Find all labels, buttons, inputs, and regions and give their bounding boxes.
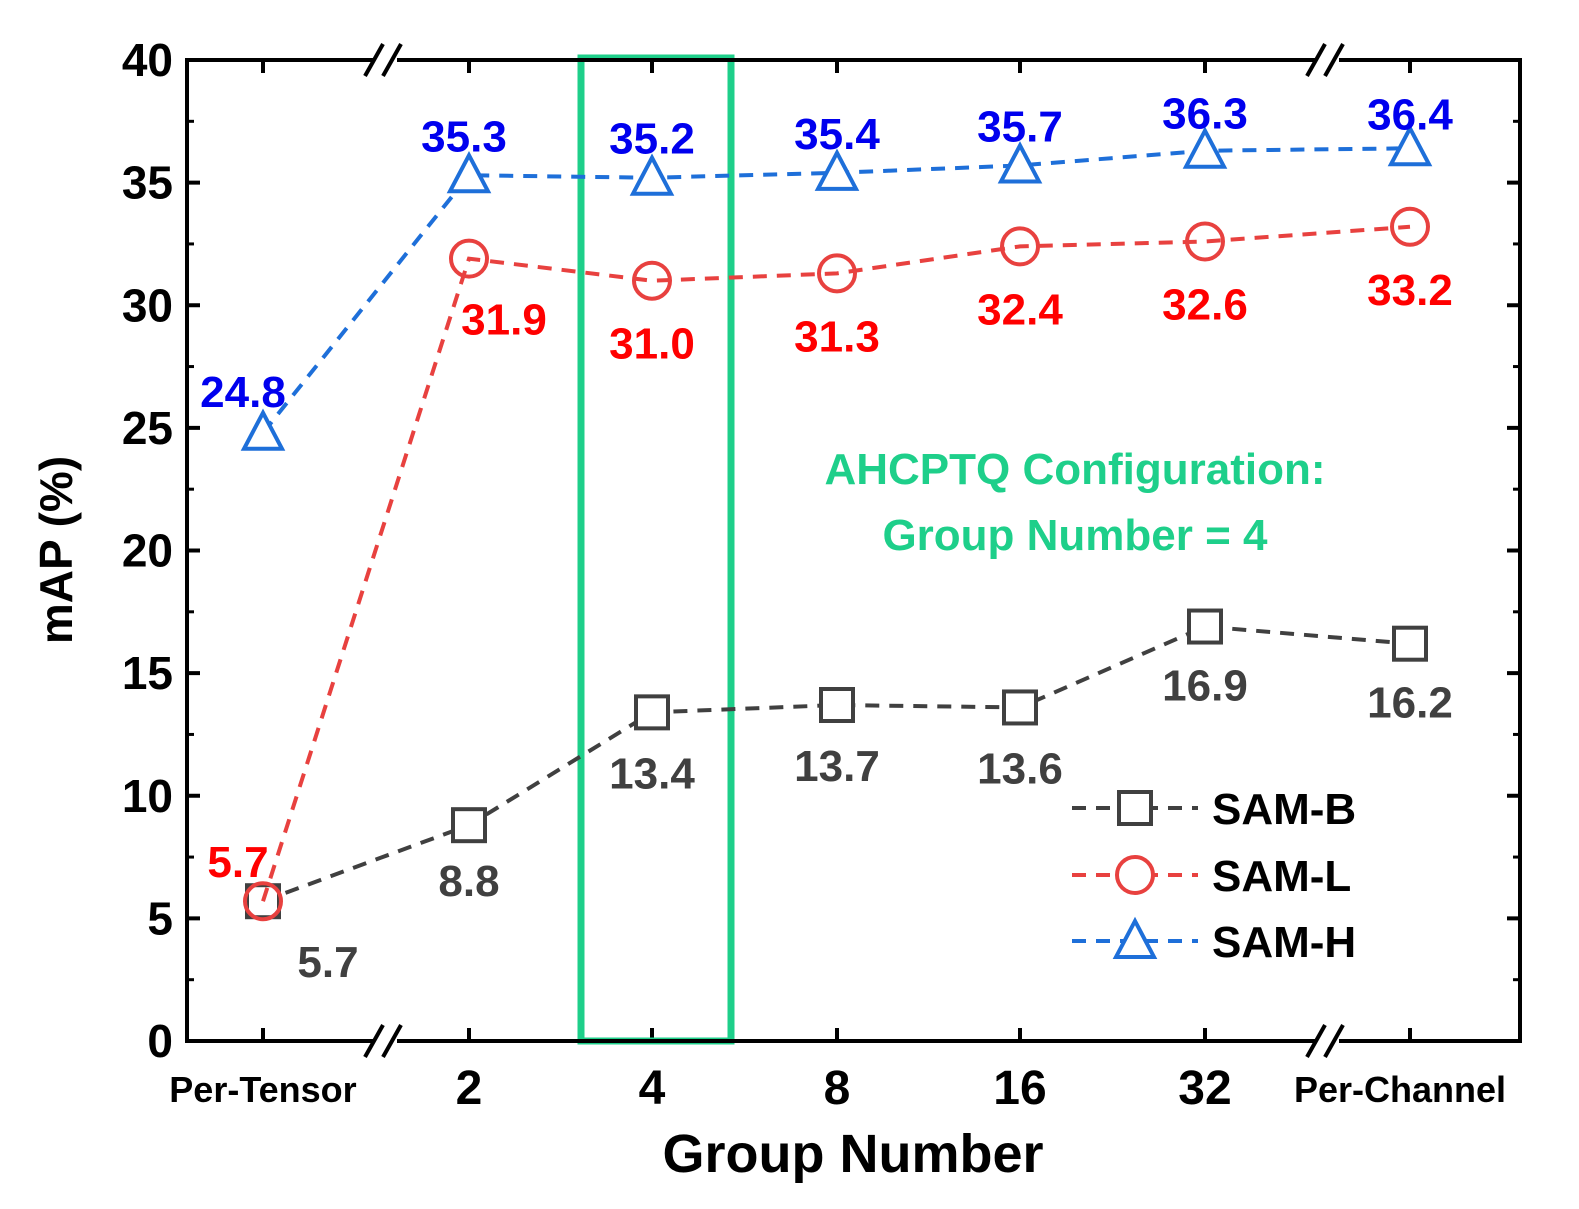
data-label-sam-b: 5.7	[297, 938, 358, 987]
data-label-sam-h: 35.3	[421, 112, 507, 161]
y-tick-label: 0	[147, 1015, 173, 1067]
data-label-sam-l: 31.9	[461, 296, 547, 345]
series-group	[240, 124, 1433, 922]
data-label-sam-b: 16.9	[1162, 662, 1248, 711]
x-tick-label: 8	[824, 1062, 851, 1115]
x-tick-label: Per-Tensor	[169, 1069, 356, 1110]
plot-frame-group	[185, 58, 1522, 1043]
x-tick-label: 16	[993, 1062, 1046, 1115]
highlight-annotation-line-2: Group Number = 4	[882, 511, 1268, 560]
data-point-sam-b	[1392, 625, 1428, 662]
legend-label-sam-h: SAM-H	[1212, 918, 1356, 967]
data-point-sam-h	[446, 150, 492, 194]
axis-break-gap	[375, 1029, 397, 1053]
axis-break-mark	[1323, 1024, 1345, 1058]
data-label-sam-l: 31.0	[609, 320, 695, 369]
x-tick-label: Per-Channel	[1294, 1069, 1506, 1110]
highlight-group	[577, 54, 735, 1045]
data-point-sam-b	[819, 687, 855, 724]
data-label-sam-b: 8.8	[438, 857, 499, 906]
data-label-sam-h: 35.4	[794, 110, 880, 159]
y-tick-label: 25	[122, 402, 173, 454]
data-point-sam-l	[1185, 221, 1225, 262]
data-point-sam-h	[240, 408, 286, 451]
y-tick-label: 20	[122, 525, 173, 577]
axis-break-mark	[381, 1024, 403, 1058]
x-tick-label: 4	[639, 1062, 666, 1115]
y-tick-label: 30	[122, 279, 173, 331]
x-tick-label: 32	[1178, 1062, 1231, 1115]
legend-label-sam-l: SAM-L	[1212, 852, 1351, 901]
data-label-sam-l: 5.7	[207, 838, 268, 887]
data-label-sam-b: 16.2	[1367, 679, 1453, 728]
y-tick-label: 40	[122, 34, 173, 86]
y-tick-label: 5	[147, 892, 173, 944]
plot-frame	[185, 58, 1522, 1043]
data-point-sam-l	[449, 238, 489, 279]
y-tick-label: 10	[122, 770, 173, 822]
data-point-sam-l	[1390, 206, 1430, 247]
legend-label-sam-b: SAM-B	[1212, 785, 1356, 834]
data-label-sam-l: 31.3	[794, 312, 880, 361]
data-point-sam-b	[1187, 608, 1223, 645]
data-label-sam-b: 13.7	[794, 742, 880, 791]
highlight-annotation-line-1: AHCPTQ Configuration:	[824, 445, 1325, 494]
data-point-sam-h	[997, 141, 1043, 184]
data-point-sam-h	[1182, 126, 1228, 169]
data-label-sam-h: 35.7	[977, 102, 1063, 151]
y-axis-title: mAP (%)	[30, 456, 82, 644]
data-label-sam-b: 13.4	[609, 749, 695, 798]
axis-break-mark	[1323, 43, 1345, 77]
y-tick-label: 15	[122, 647, 173, 699]
data-point-sam-l	[632, 260, 672, 301]
data-point-sam-h	[629, 153, 675, 196]
axis-break-gap	[375, 48, 397, 72]
data-point-sam-l	[243, 881, 283, 922]
legend-marker-triangle	[1112, 916, 1158, 959]
axis-break-gap	[1317, 48, 1339, 72]
data-label-sam-h: 35.2	[609, 115, 695, 164]
axis-break-mark	[381, 43, 403, 77]
axis-break-mark	[363, 43, 385, 77]
data-point-sam-h	[1387, 124, 1433, 167]
axis-break-mark	[1305, 43, 1327, 77]
x-tick-label: 2	[456, 1062, 483, 1115]
series-line-sam-l	[261, 224, 1411, 902]
data-label-sam-h: 36.4	[1367, 90, 1453, 139]
axis-breaks-group	[363, 43, 1345, 1058]
axis-break-mark	[363, 1024, 385, 1058]
legend-marker-circle	[1115, 855, 1155, 895]
y-tick-label: 35	[122, 157, 173, 209]
data-label-sam-h: 24.8	[200, 368, 286, 417]
data-point-sam-b	[451, 807, 487, 844]
data-label-sam-l: 32.4	[977, 285, 1063, 334]
data-point-sam-b	[634, 694, 670, 731]
data-label-sam-h: 36.3	[1162, 90, 1248, 139]
data-point-sam-l	[817, 253, 857, 294]
axis-break-mark	[1305, 1024, 1327, 1058]
legend-marker-square	[1117, 790, 1153, 826]
data-label-sam-l: 33.2	[1367, 266, 1453, 315]
x-axis-title: Group Number	[662, 1124, 1043, 1184]
data-point-sam-l	[1000, 226, 1040, 267]
data-point-sam-h	[814, 148, 860, 191]
data-point-sam-b	[1002, 689, 1038, 726]
highlight-box	[577, 54, 735, 1045]
axis-break-gap	[1317, 1029, 1339, 1053]
legend: SAM-B SAM-L SAM-H	[1072, 785, 1356, 967]
data-labels-group: 5.7 8.8 13.4 13.7 13.6 16.9 16.2 5.7 31.9 31.0 31.…	[200, 90, 1453, 987]
data-label-sam-b: 13.6	[977, 744, 1063, 793]
data-label-sam-l: 32.6	[1162, 280, 1248, 329]
